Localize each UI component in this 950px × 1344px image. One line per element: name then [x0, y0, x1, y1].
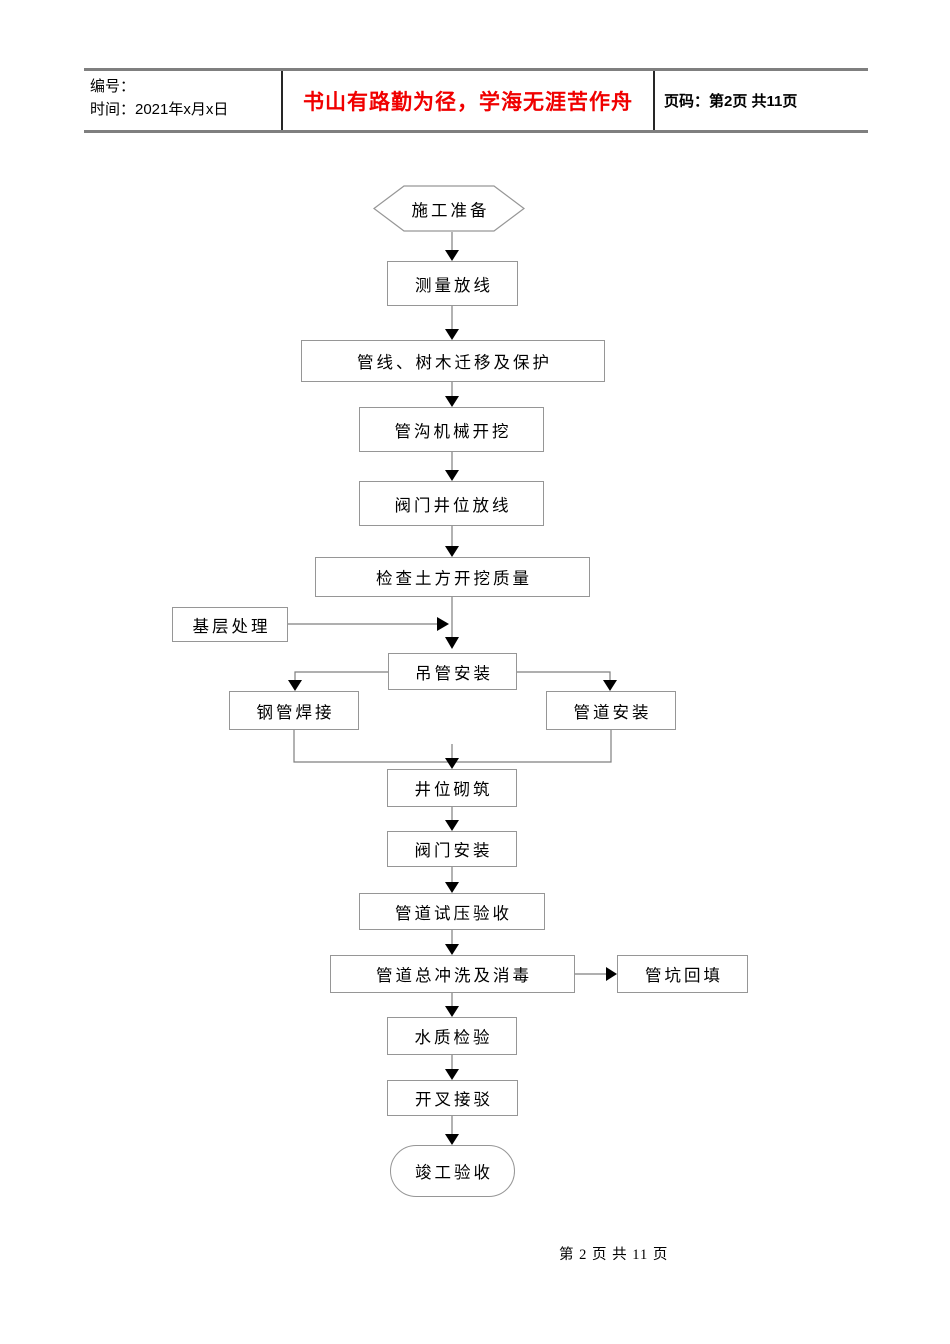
node-check-earthwork-quality: 检查土方开挖质量 [315, 557, 590, 597]
node-label: 管线、树木迁移及保护 [357, 353, 552, 372]
arrow-down-icon [603, 680, 617, 691]
node-survey-layout: 测量放线 [387, 261, 518, 306]
node-label: 管道安装 [573, 702, 652, 722]
arrow-down-icon [445, 329, 459, 340]
header-cell-motto: 书山有路勤为径，学海无涯苦作舟 [281, 71, 655, 130]
arrowheads [288, 250, 617, 1145]
node-construction-preparation: 施工准备 [373, 185, 525, 232]
arrow-down-icon [445, 250, 459, 261]
node-label: 测量放线 [415, 275, 493, 295]
arrow-down-icon [445, 546, 459, 557]
node-base-treatment: 基层处理 [172, 607, 288, 642]
arrow-down-icon [445, 882, 459, 893]
node-pipe-hoisting-installation: 吊管安装 [388, 653, 517, 690]
node-label: 阀门井位放线 [394, 495, 512, 515]
node-label: 吊管安装 [415, 663, 493, 683]
footer-page-number: 第 2 页 共 11 页 [559, 1247, 669, 1263]
page-number-label: 页码：第2页 共11页 [664, 93, 798, 110]
node-flushing-disinfection: 管道总冲洗及消毒 [330, 955, 575, 993]
node-label: 管道总冲洗及消毒 [376, 966, 532, 985]
header-cell-page: 页码：第2页 共11页 [655, 71, 868, 130]
node-label: 基层处理 [192, 616, 271, 636]
arrow-down-icon [288, 680, 302, 691]
arrow-down-icon [445, 1069, 459, 1080]
node-label: 检查土方开挖质量 [376, 569, 532, 588]
connector-line [517, 671, 611, 681]
node-label: 竣工验收 [415, 1163, 493, 1182]
node-label: 施工准备 [411, 200, 490, 220]
node-label: 井位砌筑 [414, 780, 493, 799]
header-cell-meta: 编号： 时间：2021年x月x日 [84, 71, 281, 130]
arrow-down-icon [445, 1006, 459, 1017]
node-label: 管沟机械开挖 [394, 421, 512, 441]
node-steel-pipe-welding: 钢管焊接 [229, 691, 359, 730]
node-trench-backfill: 管坑回填 [617, 955, 748, 993]
node-pipeline-tree-relocation-protection: 管线、树木迁移及保护 [301, 340, 605, 382]
node-label: 水质检验 [414, 1028, 493, 1047]
connector-line [294, 671, 388, 681]
arrow-down-icon [445, 758, 459, 769]
node-label: 管道试压验收 [395, 903, 512, 923]
node-pipeline-installation: 管道安装 [546, 691, 676, 730]
node-label: 钢管焊接 [256, 702, 335, 722]
hexagon-shape [373, 185, 525, 232]
arrow-down-icon [445, 637, 459, 649]
node-valve-installation: 阀门安装 [387, 831, 517, 867]
node-label: 阀门安装 [414, 841, 493, 860]
doc-number-label: 编号： [90, 78, 136, 95]
doc-time-label: 时间：2021年x月x日 [90, 100, 229, 118]
motto-text: 书山有路勤为径，学海无涯苦作舟 [303, 90, 633, 114]
arrow-down-icon [445, 944, 459, 955]
arrow-right-icon [437, 617, 449, 631]
node-trench-mechanical-excavation: 管沟机械开挖 [359, 407, 544, 452]
node-label: 管坑回填 [645, 966, 723, 985]
node-branch-connection: 开叉接驳 [387, 1080, 518, 1116]
arrow-down-icon [445, 396, 459, 407]
node-completion-acceptance: 竣工验收 [390, 1145, 515, 1197]
header-table: 编号： 时间：2021年x月x日 书山有路勤为径，学海无涯苦作舟 页码：第2页 … [84, 68, 868, 133]
node-water-quality-inspection: 水质检验 [387, 1017, 517, 1055]
arrow-right-icon [606, 967, 617, 981]
node-label: 开叉接驳 [415, 1090, 493, 1109]
arrow-down-icon [445, 470, 459, 481]
arrow-down-icon [445, 820, 459, 831]
node-pressure-test-acceptance: 管道试压验收 [359, 893, 545, 930]
node-well-masonry: 井位砌筑 [387, 769, 517, 807]
node-valve-well-layout: 阀门井位放线 [359, 481, 544, 526]
arrow-down-icon [445, 1134, 459, 1145]
